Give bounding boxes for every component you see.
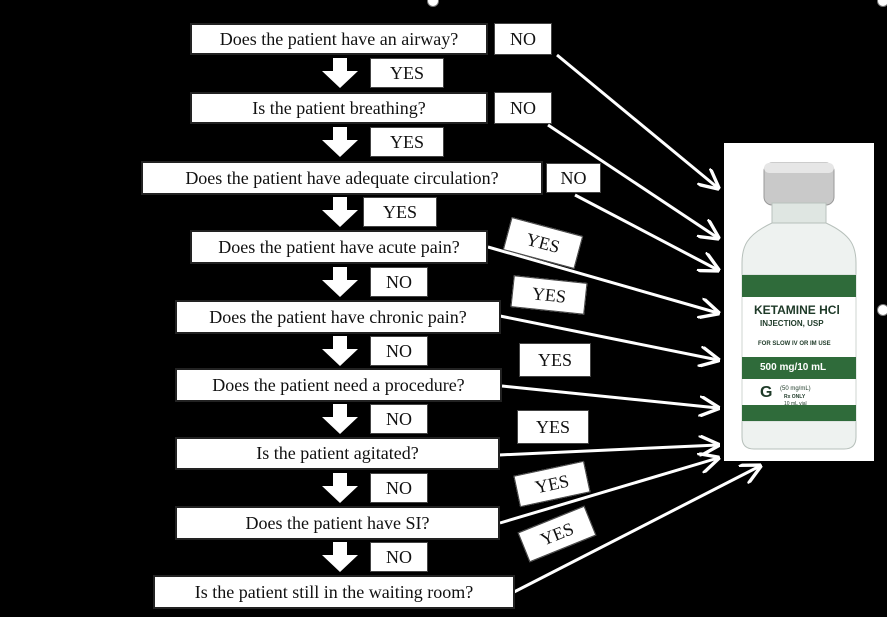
down-label-si: NO [370, 542, 428, 572]
down-arrow-icon [322, 267, 358, 297]
question-airway: Does the patient have an airway? [190, 23, 488, 55]
down-label-agitated: NO [370, 473, 428, 503]
down-label-breathing: YES [370, 127, 444, 157]
selection-handle[interactable] [877, 0, 887, 7]
arrow-no-circulation [574, 193, 718, 270]
ketamine-vial-image: KETAMINE HCl INJECTION, USP FOR SLOW IV … [724, 143, 874, 461]
vial-logo: G [760, 384, 773, 401]
arrow-yes-chronic [499, 314, 718, 360]
down-arrow-icon [322, 404, 358, 434]
arrow-no-breathing [547, 123, 718, 238]
down-arrow-icon [322, 336, 358, 366]
question-procedure: Does the patient need a procedure? [175, 368, 502, 402]
vial-rx: Rx ONLY [784, 394, 806, 400]
question-waiting-room: Is the patient still in the waiting room… [153, 575, 515, 609]
down-arrow-icon [322, 197, 358, 227]
down-arrow-icon [322, 473, 358, 503]
arrow-yes-acute [487, 245, 718, 313]
side-label-breathing: NO [494, 92, 552, 124]
question-si: Does the patient have SI? [175, 506, 500, 540]
down-label-circulation: YES [363, 197, 437, 227]
down-arrow-icon [322, 127, 358, 157]
arrow-yes-agitated [498, 445, 718, 457]
vial-size: 10 mL vial [784, 401, 807, 407]
arrow-yes-waiting [513, 466, 760, 594]
down-arrow-icon [322, 542, 358, 572]
side-label-procedure: YES [519, 343, 591, 377]
down-label-acute: NO [370, 267, 428, 297]
vial-form: INJECTION, USP [760, 319, 824, 328]
selection-handle[interactable] [877, 304, 887, 316]
down-label-procedure: NO [370, 404, 428, 434]
side-label-airway: NO [494, 23, 552, 55]
vial-concentration: (50 mg/mL) [780, 386, 811, 392]
arrow-yes-si [499, 458, 718, 525]
side-label-agitated: YES [517, 410, 589, 444]
question-circulation: Does the patient have adequate circulati… [141, 161, 543, 195]
question-acute-pain: Does the patient have acute pain? [190, 230, 488, 264]
arrow-yes-procedure [501, 384, 718, 408]
vial-strength: 500 mg/10 mL [760, 362, 827, 373]
question-agitated: Is the patient agitated? [175, 437, 500, 470]
question-breathing: Is the patient breathing? [190, 92, 488, 124]
down-arrow-icon [322, 58, 358, 88]
vial-drug-name: KETAMINE HCl [754, 303, 840, 317]
arrow-no-airway [556, 53, 718, 188]
down-label-chronic: NO [370, 336, 428, 366]
vial-route: FOR SLOW IV OR IM USE [758, 341, 831, 347]
vial-icon [741, 162, 857, 450]
side-label-circulation: NO [546, 163, 601, 193]
down-label-airway: YES [370, 58, 444, 88]
question-chronic-pain: Does the patient have chronic pain? [175, 300, 501, 334]
